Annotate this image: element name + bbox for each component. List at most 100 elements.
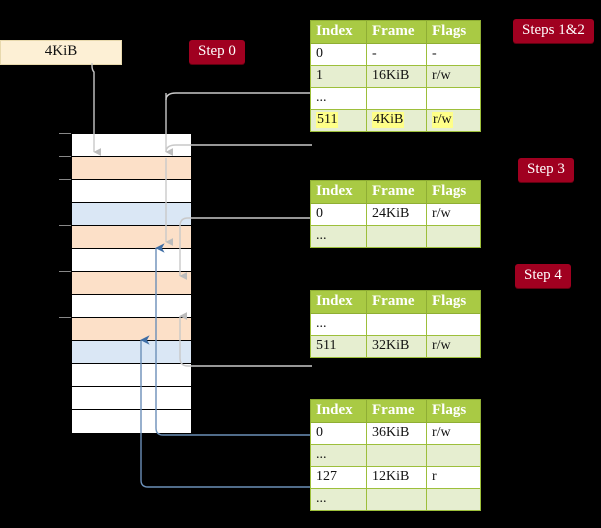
cell-index: 511 [310, 335, 367, 358]
memory-frame-row [72, 272, 191, 295]
badge-step3: Step 3 [518, 158, 574, 182]
table-row[interactable]: ... [310, 87, 481, 110]
cell-frame: - [366, 43, 427, 66]
badge-step4: Step 4 [515, 264, 571, 288]
cell-flags [426, 444, 481, 467]
cell-frame: 4KiB [366, 109, 427, 132]
cell-frame: 36KiB [366, 422, 427, 445]
table-row[interactable]: ... [310, 225, 481, 248]
memory-tick [59, 156, 71, 157]
memory-tick [59, 317, 71, 318]
cell-flags: r/w [426, 203, 481, 226]
badge-label: Step 3 [527, 161, 565, 177]
memory-frame-row [72, 387, 191, 410]
memory-frame-row [72, 364, 191, 387]
badge-label: Step 4 [524, 267, 562, 283]
column-header-frame: Frame [366, 399, 427, 423]
memory-frame-row [72, 318, 191, 341]
memory-tick [59, 225, 71, 226]
memory-frame-row [72, 295, 191, 318]
table-row[interactable]: 511 4KiB r/w [310, 109, 481, 132]
cell-index: 0 [310, 422, 367, 445]
cell-flags: - [426, 43, 481, 66]
memory-tick [59, 271, 71, 272]
cell-flags: r/w [426, 109, 481, 132]
table-row[interactable]: 0-- [310, 43, 481, 66]
badge-step0: Step 0 [189, 40, 245, 64]
cell-index: ... [310, 225, 367, 248]
cell-frame: 32KiB [366, 335, 427, 358]
cell-index: ... [310, 444, 367, 467]
memory-frame-row [72, 341, 191, 364]
link-l4-top [165, 92, 312, 101]
table-row[interactable]: ... [310, 488, 481, 511]
cell-index: 511 [310, 109, 367, 132]
column-header-frame: Frame [366, 180, 427, 204]
column-header-frame: Frame [366, 20, 427, 44]
cell-index: ... [310, 313, 367, 336]
memory-frame-row [72, 226, 191, 249]
cell-flags: r/w [426, 335, 481, 358]
column-header-flags: Flags [426, 180, 481, 204]
cell-frame: 16KiB [366, 65, 427, 88]
cell-index: 0 [310, 203, 367, 226]
column-header-index: Index [310, 180, 367, 204]
memory-frame-row [72, 249, 191, 272]
badge-label: Steps 1&2 [522, 22, 585, 38]
cell-index: 127 [310, 466, 367, 489]
cell-flags: r/w [426, 65, 481, 88]
cell-frame [366, 313, 427, 336]
table-row[interactable]: ... [310, 444, 481, 467]
badge-label: Step 0 [198, 43, 236, 59]
cell-index: 0 [310, 43, 367, 66]
cell-frame [366, 444, 427, 467]
badge-steps12: Steps 1&2 [513, 19, 594, 43]
frame-size-box: 4KiB [0, 40, 122, 65]
cell-flags [426, 225, 481, 248]
cell-frame [366, 87, 427, 110]
column-header-frame: Frame [366, 290, 427, 314]
cell-index: ... [310, 87, 367, 110]
cell-frame [366, 488, 427, 511]
highlighted-value: r/w [432, 112, 453, 128]
cell-frame: 24KiB [366, 203, 427, 226]
cell-index: 1 [310, 65, 367, 88]
column-header-flags: Flags [426, 290, 481, 314]
column-header-index: Index [310, 399, 367, 423]
memory-frame-row [72, 157, 191, 180]
memory-frame-row [72, 180, 191, 203]
cell-flags: r [426, 466, 481, 489]
cell-flags [426, 87, 481, 110]
cell-frame [366, 225, 427, 248]
column-header-index: Index [310, 20, 367, 44]
cell-frame: 12KiB [366, 466, 427, 489]
physical-memory-column [71, 133, 191, 433]
highlighted-value: 511 [316, 112, 339, 128]
column-header-index: Index [310, 290, 367, 314]
cell-index: ... [310, 488, 367, 511]
memory-tick [59, 179, 71, 180]
link-l2 [179, 312, 312, 367]
table-row[interactable]: ... [310, 313, 481, 336]
column-header-flags: Flags [426, 399, 481, 423]
highlighted-value: 4KiB [372, 112, 405, 128]
memory-frame-row [72, 134, 191, 157]
frame-size-label: 4KiB [44, 43, 78, 59]
memory-tick [59, 133, 71, 134]
cell-flags [426, 488, 481, 511]
memory-frame-row [72, 410, 191, 433]
memory-frame-row [72, 203, 191, 226]
cell-flags [426, 313, 481, 336]
cell-flags: r/w [426, 422, 481, 445]
link-l3 [179, 217, 312, 280]
